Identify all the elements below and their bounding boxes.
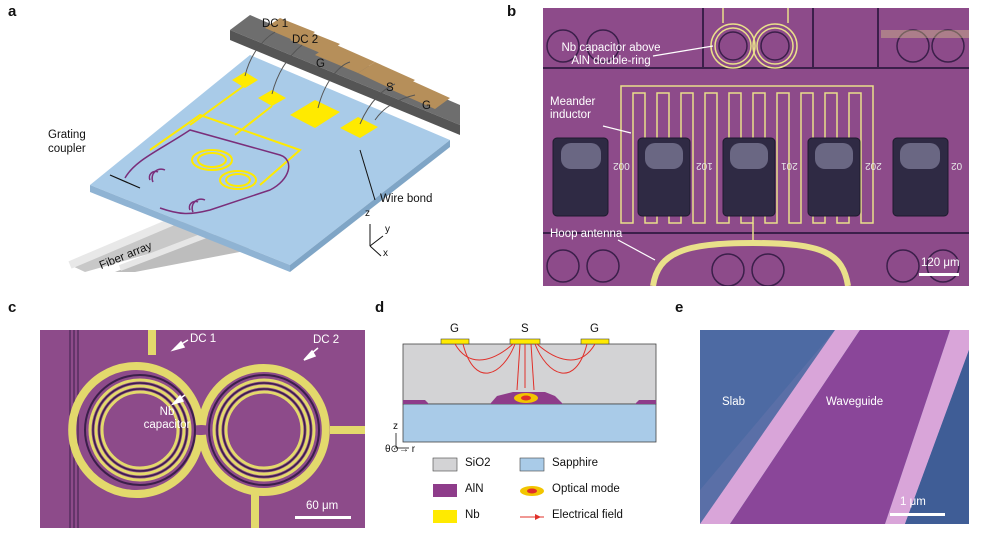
micrograph-c-drawing (40, 330, 365, 528)
label-leaders-b (602, 45, 714, 261)
legend-label-sapphire: Sapphire (552, 457, 599, 469)
ring-resonators (149, 84, 302, 190)
panel-letter-a: a (8, 3, 17, 20)
panel-a-figure: DC 1 DC 2 G S G Grating coupler Wire bon… (40, 10, 460, 272)
electrical-field-lines (454, 343, 596, 391)
nb-capacitor-rings (88, 378, 316, 482)
label-axis-theta-r: θ⊙→ r (385, 444, 416, 455)
hoop-antenna (650, 239, 851, 286)
legend-swatch-aln (433, 484, 457, 497)
double-ring-top (710, 8, 798, 69)
label-s-d: S (521, 323, 529, 335)
legend-swatch-sio2 (432, 457, 458, 472)
sapphire-layer (402, 403, 657, 443)
label-mark-3: 201 (781, 160, 798, 171)
legend-label-aln: AlN (465, 483, 484, 495)
sem-image-drawing (700, 330, 969, 524)
label-scale-e: 1 μm (900, 496, 926, 508)
panel-e-sem: Slab Waveguide 1 μm (700, 330, 969, 524)
label-axis-y: y (385, 224, 390, 235)
panel-d-cross-section: G S G z θ⊙→ r SiO2 Sapphire AlN Optical … (385, 320, 670, 530)
panel-b-micrograph: Nb capacitor above AlN double-ring Meand… (543, 8, 969, 286)
panel-letter-e: e (675, 299, 684, 316)
legend-swatch-nb (433, 510, 457, 523)
panel-letter-d: d (375, 299, 385, 316)
dc-electrodes (68, 330, 365, 528)
label-grating-coupler: Grating coupler (48, 129, 86, 155)
grating-arrow (109, 174, 141, 189)
label-wire-bond: Wire bond (380, 193, 433, 205)
label-waveguide: Waveguide (826, 396, 884, 408)
label-nb-capacitor-c: Nb capacitor (143, 406, 191, 431)
label-axis-x: x (383, 248, 388, 259)
label-nb-capacitor-ring: Nb capacitor above AlN double-ring (561, 42, 661, 67)
label-g1-d: G (450, 323, 459, 335)
waveguides (124, 129, 290, 215)
label-dc1: DC 1 (262, 18, 289, 30)
micrograph-b-drawing (543, 8, 969, 286)
waveguide-edge-right (885, 330, 969, 524)
label-dc2: DC 2 (292, 34, 319, 46)
label-axis-z-d: z (393, 421, 398, 432)
label-g2-d: G (590, 323, 599, 335)
label-dc2-c: DC 2 (313, 334, 340, 346)
panel-c-micrograph: DC 1 DC 2 Nb capacitor 60 μm (40, 330, 365, 528)
cross-section-diagram (395, 338, 657, 523)
label-axis-z: z (365, 208, 370, 219)
probe-pads (230, 15, 460, 135)
label-slab: Slab (722, 396, 746, 408)
panel-letter-c: c (8, 299, 17, 316)
device-3d-illustration (68, 15, 460, 272)
legend-label-optical-mode: Optical mode (552, 483, 620, 495)
legend-swatch-sapphire (519, 457, 545, 472)
label-scale-b: 120 μm (921, 257, 960, 269)
label-arrows-c (170, 339, 319, 406)
label-dc1-c: DC 1 (190, 333, 217, 345)
axis-indicator-d (395, 433, 409, 449)
legend-label-sio2: SiO2 (465, 457, 491, 469)
label-scale-c: 60 μm (306, 500, 339, 512)
label-s: S (386, 82, 394, 94)
legend-label-nb: Nb (465, 509, 480, 521)
label-meander-inductor: Meander inductor (550, 96, 596, 121)
scale-bar-c (295, 516, 351, 519)
grating-couplers (148, 168, 206, 213)
nb-pads (232, 72, 378, 138)
label-mark-1: 002 (613, 160, 630, 171)
label-mark-2: 102 (696, 160, 713, 171)
legend-label-electrical-field: Electrical field (552, 509, 623, 521)
wire-bond-leader (359, 149, 376, 201)
label-g2: G (422, 100, 431, 112)
panel-letter-b: b (507, 3, 517, 20)
axis-indicator (369, 224, 384, 257)
label-mark-5: 02 (951, 160, 963, 171)
label-hoop-antenna: Hoop antenna (550, 228, 623, 240)
electrodes-gsg (440, 338, 610, 345)
waveguide-region (730, 330, 950, 524)
scale-bar-b (919, 273, 959, 276)
waveguide-edge-left (700, 330, 860, 524)
scale-bar-e (890, 513, 945, 516)
wire-bonds (244, 31, 416, 125)
label-mark-4: 202 (865, 160, 882, 171)
label-g1: G (316, 58, 325, 70)
legend-swatch-electrical-field (520, 514, 544, 520)
